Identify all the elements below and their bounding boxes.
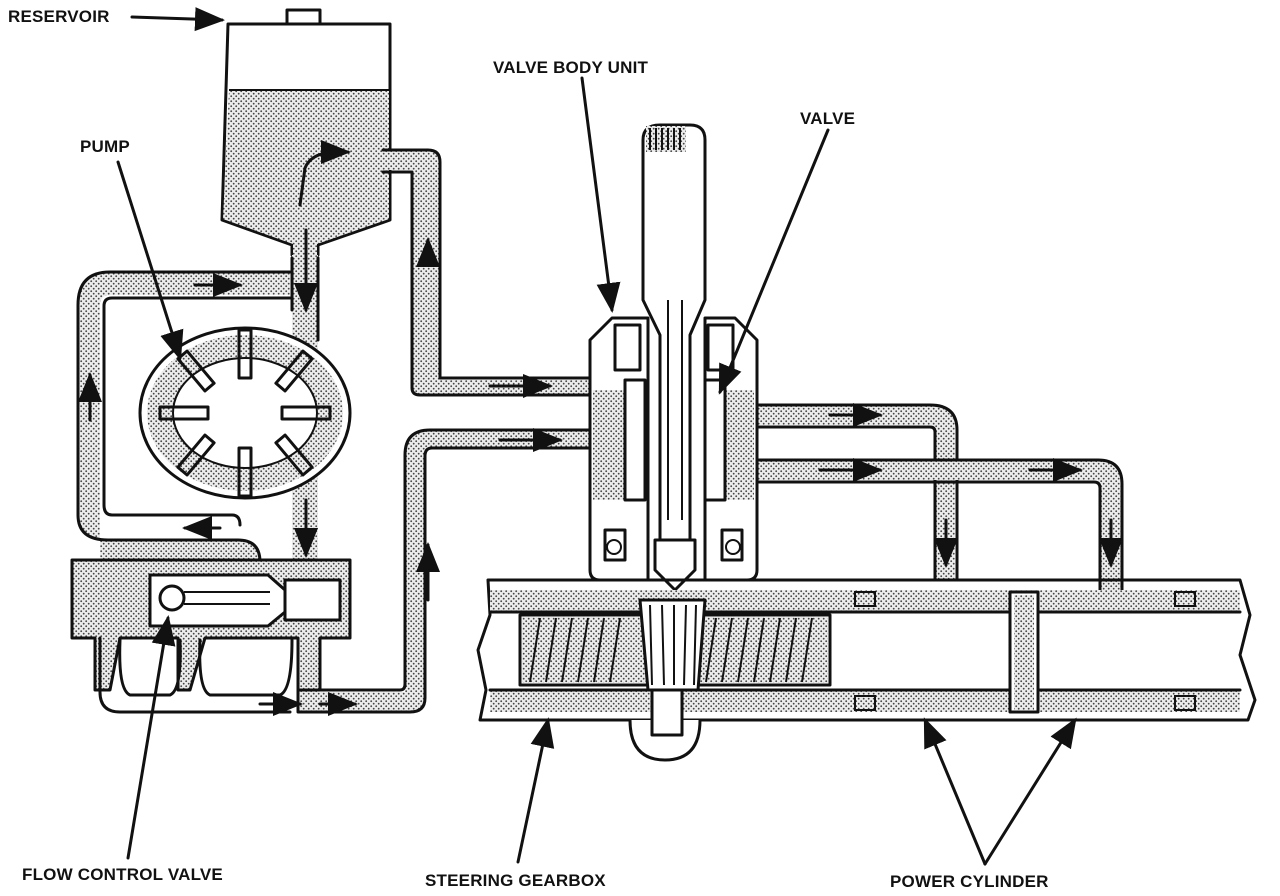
flow-arrows	[78, 228, 1123, 716]
label-reservoir: RESERVOIR	[8, 7, 110, 26]
label-valve-body-unit: VALVE BODY UNIT	[493, 58, 648, 77]
input-shaft	[641, 123, 707, 592]
leader-lines	[116, 7, 1077, 866]
valve-body-unit	[588, 316, 759, 582]
label-power-cylinder: POWER CYLINDER	[890, 872, 1049, 891]
label-steering-gearbox: STEERING GEARBOX	[425, 871, 606, 890]
label-valve: VALVE	[800, 109, 855, 128]
label-pump: PUMP	[80, 137, 130, 156]
reservoir	[220, 8, 392, 262]
reservoir-fluid	[223, 90, 389, 262]
reservoir-cap	[285, 8, 322, 26]
label-flow-control-valve: FLOW CONTROL VALVE	[22, 865, 223, 884]
pump	[138, 326, 352, 500]
steering-gearbox	[476, 578, 1257, 762]
reservoir-return-arrow	[298, 140, 351, 207]
pump-vanes	[158, 328, 332, 498]
flow-control-valve	[70, 558, 352, 714]
